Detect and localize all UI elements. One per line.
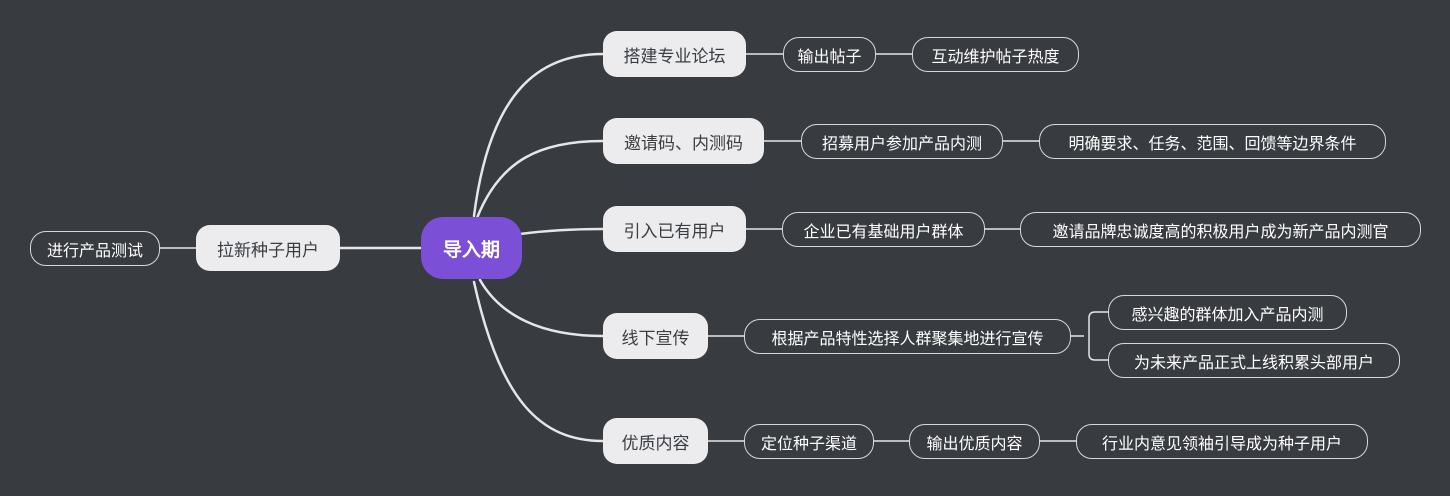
link-root-forum (472, 52, 605, 218)
branch-lead-seed-users[interactable]: 拉新种子用户 (196, 225, 340, 271)
branch-existing-users[interactable]: 引入已有用户 (603, 206, 746, 252)
topic-seed-channels[interactable]: 定位种子渠道 (744, 424, 874, 459)
topic-output-quality-content[interactable]: 输出优质内容 (909, 424, 1040, 459)
link-root-existing (518, 227, 605, 236)
topic-define-boundaries[interactable]: 明确要求、任务、范围、回馈等边界条件 (1039, 124, 1386, 159)
topic-product-testing[interactable]: 进行产品测试 (30, 231, 160, 266)
branch-invite-code[interactable]: 邀请码、内测码 (603, 118, 764, 164)
topic-recruit-beta-users[interactable]: 招募用户参加产品内测 (801, 124, 1003, 159)
branch-professional-forum[interactable]: 搭建专业论坛 (603, 31, 746, 77)
root-node[interactable]: 导入期 (421, 217, 522, 279)
branch-quality-content[interactable]: 优质内容 (603, 418, 708, 464)
link-offline-fork (1071, 311, 1108, 361)
topic-accumulate-head-users[interactable]: 为未来产品正式上线积累头部用户 (1108, 343, 1400, 378)
link-root-invite (475, 139, 605, 220)
topic-maintain-post-heat[interactable]: 互动维护帖子热度 (912, 37, 1079, 72)
branch-offline-promotion[interactable]: 线下宣传 (603, 313, 708, 359)
topic-kol-guidance[interactable]: 行业内意见领袖引导成为种子用户 (1076, 424, 1368, 459)
topic-interested-groups[interactable]: 感兴趣的群体加入产品内测 (1108, 295, 1347, 330)
topic-invite-loyal-users[interactable]: 邀请品牌忠诚度高的积极用户成为新产品内测官 (1020, 212, 1421, 247)
link-root-content (472, 280, 605, 443)
link-root-offline (478, 278, 605, 338)
topic-output-posts[interactable]: 输出帖子 (783, 37, 876, 72)
topic-select-crowd-location[interactable]: 根据产品特性选择人群聚集地进行宣传 (744, 319, 1071, 354)
topic-existing-user-base[interactable]: 企业已有基础用户群体 (782, 212, 985, 247)
